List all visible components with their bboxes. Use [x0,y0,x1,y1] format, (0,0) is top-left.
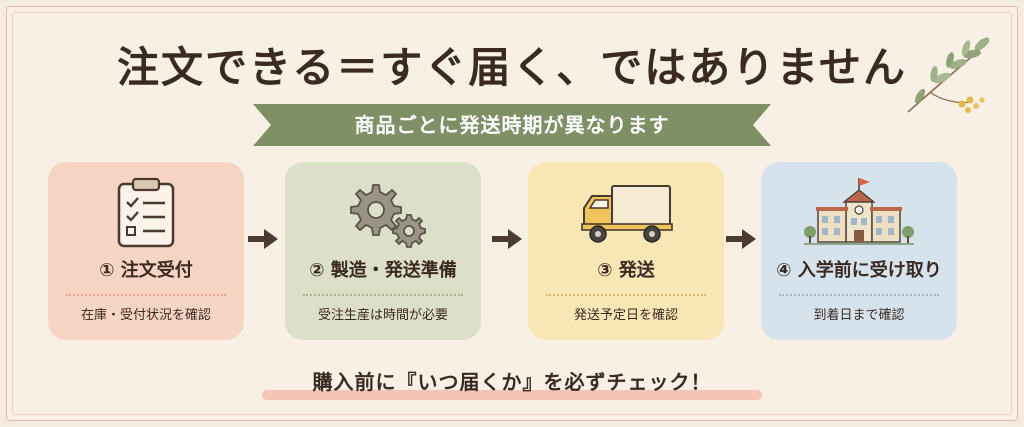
step-title: ③ 発送 [597,260,655,281]
step-card-order: ① 注文受付 在庫・受付状況を確認 [48,162,244,340]
step-description: 発送予定日を確認 [573,308,678,323]
inner-frame [12,12,1012,415]
step-title: ② 製造・発送準備 [309,260,457,281]
subtitle-ribbon: 商品ごとに発送時期が異なります [253,104,771,146]
step-description: 到着日まで確認 [813,308,905,323]
divider [303,294,463,296]
arrow-right-icon [726,229,756,249]
bottom-note: 購入前に『いつ届くか』を必ずチェック！ [312,370,712,394]
divider [546,294,706,296]
arrow-right-icon [492,229,522,249]
step-title: ④ 入学前に受け取り [776,260,942,281]
truck-icon [581,185,673,243]
step-card-production: ② 製造・発送準備 受注生産は時間が必要 [285,162,481,340]
school-icon [804,178,914,245]
leaf-branch-icon [907,37,990,113]
step-description: 在庫・受付状況を確認 [80,308,211,323]
ribbon-text: 商品ごとに発送時期が異なります [354,113,670,137]
divider [779,294,939,296]
divider [66,294,226,296]
highlight-underline [262,390,762,400]
step-card-receive: ④ 入学前に受け取り 到着日まで確認 [761,162,957,340]
clipboard-icon [117,177,175,248]
gears-icon [350,184,426,248]
page-title: 注文できる＝すぐ届く、ではありません [117,43,907,92]
step-description: 受注生産は時間が必要 [317,308,448,323]
step-title: ① 注文受付 [99,260,193,281]
step-card-shipping: ③ 発送 発送予定日を確認 [528,162,724,340]
arrow-right-icon [248,229,278,249]
